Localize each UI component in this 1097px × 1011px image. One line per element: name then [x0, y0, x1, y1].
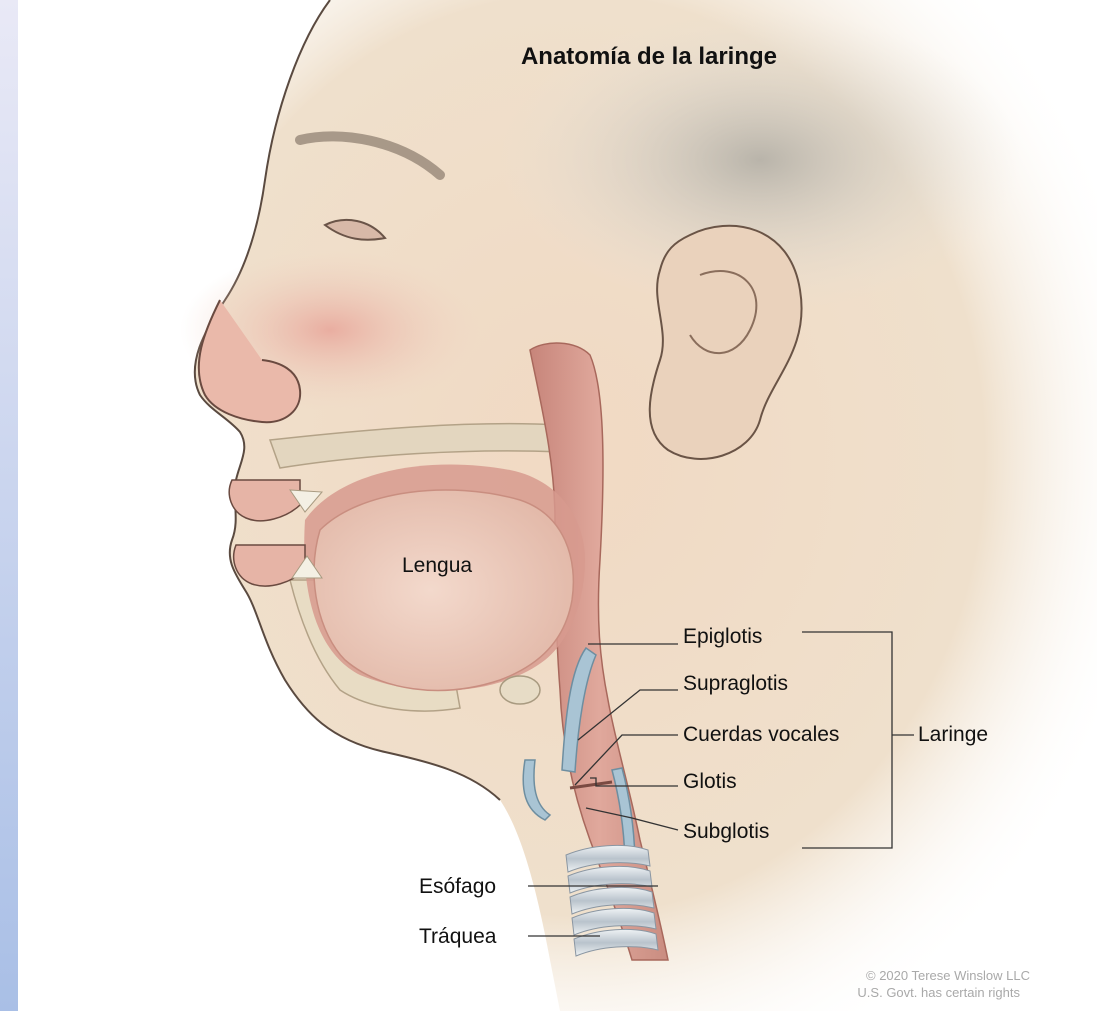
copyright-line1: © 2020 Terese Winslow LLC — [866, 968, 1030, 983]
label-esofago: Esófago — [419, 875, 496, 898]
hyoid-bone — [500, 676, 540, 704]
label-laringe: Laringe — [918, 723, 988, 746]
label-cuerdas-vocales: Cuerdas vocales — [683, 723, 839, 746]
label-epiglotis: Epiglotis — [683, 625, 762, 648]
trachea-rings — [566, 845, 658, 956]
label-supraglotis: Supraglotis — [683, 672, 788, 695]
label-subglotis: Subglotis — [683, 820, 769, 843]
label-lengua: Lengua — [402, 554, 472, 577]
label-glotis: Glotis — [683, 770, 737, 793]
label-traquea: Tráquea — [419, 925, 497, 948]
diagram-title: Anatomía de la laringe — [521, 43, 777, 70]
tongue — [314, 490, 573, 690]
copyright-line2: U.S. Govt. has certain rights — [857, 985, 1020, 1000]
